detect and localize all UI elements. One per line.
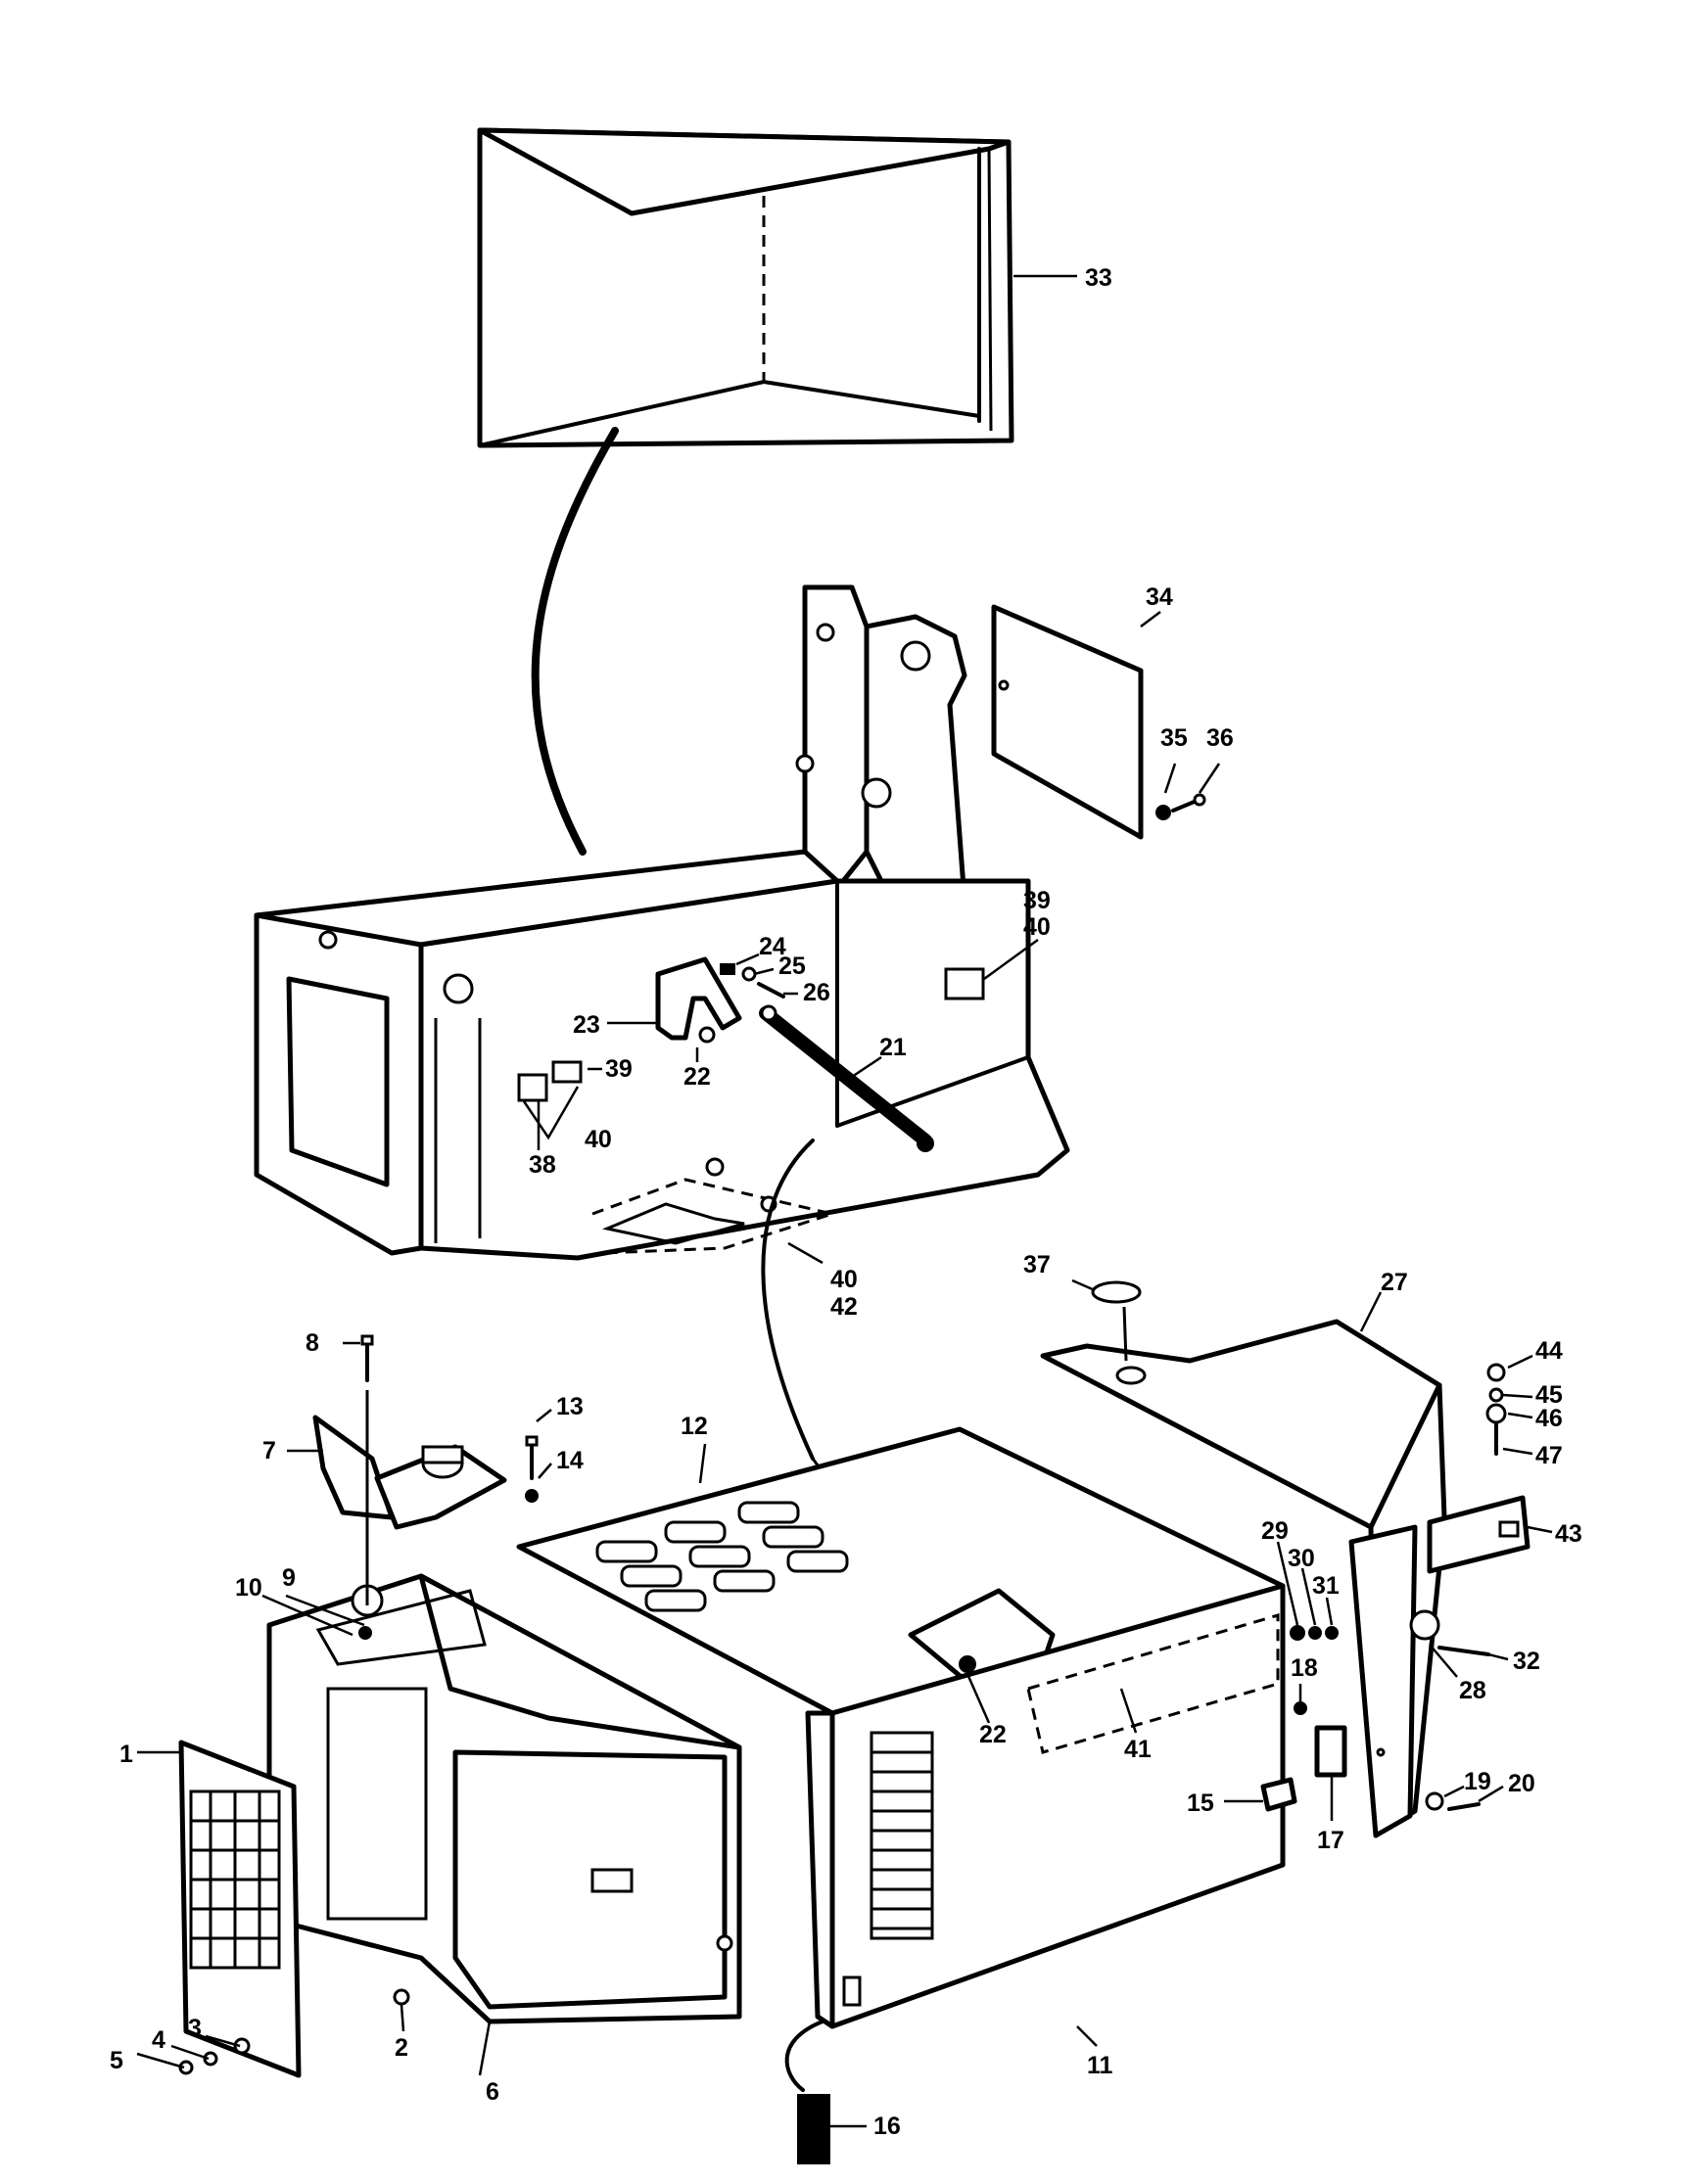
callout-22-lower: 22 [979,1721,1007,1748]
callout-33: 33 [1085,264,1112,292]
latch-15 [1260,1777,1297,1812]
rubber-bumper-38 [517,1073,548,1102]
callout-42: 42 [830,1293,858,1321]
callout-21: 21 [879,1034,907,1061]
hardware-3-5 [178,2037,251,2075]
cover-plug-39 [551,1060,583,1084]
bolt-8 [360,1334,374,1605]
callout-29: 29 [1261,1517,1289,1545]
callout-32: 32 [1513,1648,1540,1675]
hardware-24-25-26 [720,963,785,999]
callout-31: 31 [1312,1572,1340,1600]
callout-13: 13 [556,1393,584,1420]
engine-housing-11 [805,1583,1286,2029]
cover-plug-39-right [944,967,985,1000]
gas-spring-21 [759,1004,934,1152]
callout-4: 4 [152,2026,165,2054]
hardware-29-32 [1290,1625,1490,1656]
nut-22-upper [698,1026,716,1044]
callout-2: 2 [395,2034,408,2062]
callout-44: 44 [1535,1337,1563,1365]
callout-39-right: 39 [1023,887,1051,914]
callout-45: 45 [1535,1381,1563,1409]
callout-5: 5 [110,2047,123,2074]
callout-40-right: 40 [1023,913,1051,941]
callout-14: 14 [556,1447,584,1474]
callout-30: 30 [1288,1545,1315,1572]
hinge-17 [1294,1701,1347,1778]
callout-26: 26 [803,979,830,1006]
nut-2 [393,1988,410,2006]
handle-16 [784,2020,830,2164]
bracket-23 [655,956,742,1041]
main-frame [254,584,1070,1261]
hardware-35-36 [1155,793,1206,820]
callout-9: 9 [282,1564,296,1592]
hardware-19-20 [1425,1791,1481,1811]
hardware-13-14 [525,1435,539,1503]
callout-22-upper: 22 [683,1063,711,1091]
callout-15: 15 [1187,1789,1214,1817]
callout-38: 38 [529,1151,556,1179]
callout-39-left: 39 [605,1055,633,1083]
canopy-cover-33 [477,127,1014,448]
callout-1: 1 [119,1741,133,1768]
knob-37 [1091,1280,1147,1385]
callout-43: 43 [1555,1520,1582,1548]
hardware-44-47 [1485,1363,1507,1456]
callout-28: 28 [1459,1677,1486,1704]
callout-25: 25 [778,953,806,980]
callout-37: 37 [1023,1251,1051,1278]
callout-20: 20 [1508,1770,1535,1797]
callout-23: 23 [573,1011,600,1039]
callout-16: 16 [873,2113,901,2140]
leader-lines [136,274,1553,2128]
hose-loop [531,427,619,856]
grille-1 [178,1740,302,2078]
callout-10: 10 [235,1574,262,1602]
callout-40-floor: 40 [830,1266,858,1293]
callout-41: 41 [1124,1736,1152,1763]
callout-34: 34 [1146,583,1173,611]
callout-27: 27 [1381,1269,1408,1296]
callout-6: 6 [486,2078,499,2106]
side-plate-34 [991,604,1144,840]
callout-7: 7 [262,1437,276,1464]
bracket-43 [1427,1495,1530,1574]
callout-labels: 1 2 3 4 5 6 7 8 9 10 11 12 13 14 15 16 1… [110,264,1582,2140]
mount-bracket-7 [312,1415,507,1530]
callout-17: 17 [1317,1827,1344,1854]
callout-47: 47 [1535,1442,1563,1469]
callout-8: 8 [306,1329,319,1357]
callout-40-left: 40 [585,1126,612,1153]
callout-12: 12 [681,1413,708,1440]
callout-46: 46 [1535,1405,1563,1432]
callout-35: 35 [1160,724,1188,752]
latch-cable [761,1138,815,1461]
callout-3: 3 [188,2015,202,2042]
callout-36: 36 [1206,724,1234,752]
callout-11: 11 [1087,2052,1113,2079]
callout-18: 18 [1291,1654,1318,1682]
callout-24: 24 [759,933,786,960]
side-cover-6 [266,1573,742,2024]
callout-19: 19 [1464,1768,1491,1795]
